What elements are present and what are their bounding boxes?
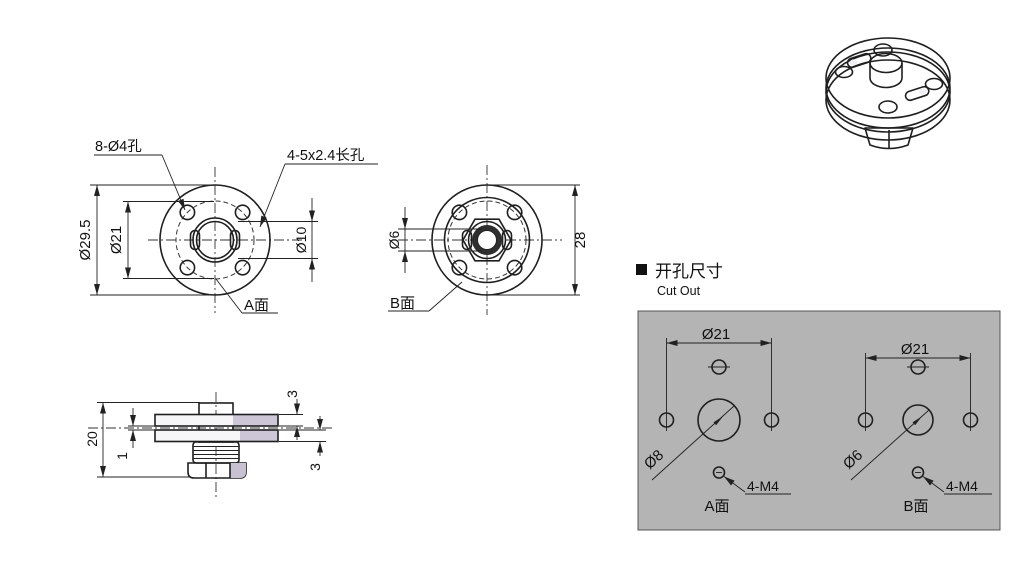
top-plate-outline bbox=[154, 413, 279, 427]
dim-shaft-diameter: Ø6 bbox=[386, 230, 402, 249]
bolt-circle-dashed bbox=[447, 200, 527, 280]
dim-bolt-circle: Ø21 bbox=[901, 341, 929, 358]
cutout-subtitle: Cut Out bbox=[657, 284, 701, 298]
iso-boss-top bbox=[869, 52, 903, 74]
dim-height: 28 bbox=[572, 232, 589, 249]
center-boss bbox=[192, 217, 238, 263]
iso-hole bbox=[924, 77, 944, 91]
iso-slot-highlight bbox=[918, 88, 927, 95]
leader-arrow bbox=[713, 416, 723, 426]
cutout-section: 开孔尺寸 Cut Out Ø21 Ø8 4-M4 A面 bbox=[636, 262, 1001, 531]
shaft-bore bbox=[477, 230, 497, 250]
dim-total-height: 20 bbox=[84, 431, 100, 447]
leader-slots-label: 4-5x2.4长孔 bbox=[287, 147, 365, 164]
cutout-title: 开孔尺寸 bbox=[655, 262, 723, 281]
iso-top-face bbox=[825, 37, 951, 119]
front-view-a: Ø29.5 Ø21 Ø10 8-Ø4孔 4-5x2.4长孔 A面 bbox=[77, 138, 378, 314]
iso-slot-highlight bbox=[849, 59, 858, 66]
dim-boss-diameter: Ø10 bbox=[293, 227, 309, 254]
iso-disc-gap bbox=[825, 51, 951, 133]
iso-slot bbox=[846, 52, 872, 69]
center-hole bbox=[902, 404, 934, 436]
tap-hole bbox=[911, 466, 925, 479]
section-bullet-icon bbox=[636, 264, 647, 275]
top-plate bbox=[155, 414, 278, 426]
nut-chamfer-circle bbox=[467, 220, 507, 260]
leader-holes-label: 8-Ø4孔 bbox=[95, 138, 142, 155]
center-bore bbox=[195, 220, 235, 260]
bottom-plate-shading bbox=[240, 430, 278, 441]
hex-nut-shading bbox=[230, 463, 246, 478]
tap-hole bbox=[712, 466, 726, 479]
face-b-label: B面 bbox=[390, 295, 415, 312]
bolt-hole bbox=[451, 204, 468, 221]
dim-bolt-circle: Ø21 bbox=[702, 326, 730, 343]
flange-outer-circle bbox=[159, 184, 271, 296]
flange-outer-circle bbox=[431, 184, 543, 296]
isometric-view bbox=[825, 37, 951, 150]
bolt-hole bbox=[451, 259, 468, 276]
bolt-hole bbox=[234, 204, 251, 221]
iso-hole bbox=[834, 65, 854, 79]
dim-plate-gap: 1 bbox=[114, 452, 130, 460]
side-view: 20 1 3 3 bbox=[84, 390, 332, 500]
leader-arrow bbox=[912, 416, 922, 426]
iso-hole bbox=[878, 100, 898, 114]
face-b-label: B面 bbox=[903, 498, 928, 515]
bolt-hole bbox=[506, 204, 523, 221]
dim-top-plate-thickness: 3 bbox=[284, 390, 300, 398]
flange-step-circle bbox=[443, 196, 531, 284]
dim-outer-diameter: Ø29.5 bbox=[77, 220, 94, 261]
bolt-circle-dashed bbox=[175, 200, 255, 280]
bolt-hole bbox=[179, 259, 196, 276]
iso-slot bbox=[904, 85, 930, 102]
iso-boss-side bbox=[869, 63, 903, 89]
top-plate-shading bbox=[233, 415, 278, 426]
iso-nut bbox=[864, 127, 914, 150]
cutout-panel bbox=[637, 310, 1001, 531]
hex-nut bbox=[462, 218, 512, 262]
bolt-hole bbox=[506, 259, 523, 276]
tap-label: 4-M4 bbox=[946, 478, 978, 494]
dim-bolt-circle: Ø21 bbox=[108, 226, 125, 254]
iso-hole bbox=[873, 43, 893, 57]
face-a-label: A面 bbox=[704, 498, 729, 515]
iso-upper-disc bbox=[825, 47, 951, 129]
bolt-hole bbox=[179, 204, 196, 221]
bottom-plate bbox=[155, 430, 278, 442]
bolt-hole bbox=[234, 259, 251, 276]
tap-label: 4-M4 bbox=[747, 478, 779, 494]
iso-lower-disc bbox=[825, 59, 951, 141]
dim-bottom-plate-thickness: 3 bbox=[307, 463, 323, 471]
face-a-label: A面 bbox=[244, 297, 269, 314]
front-view-b: Ø6 28 B面 bbox=[386, 165, 589, 315]
center-hole bbox=[697, 398, 741, 442]
